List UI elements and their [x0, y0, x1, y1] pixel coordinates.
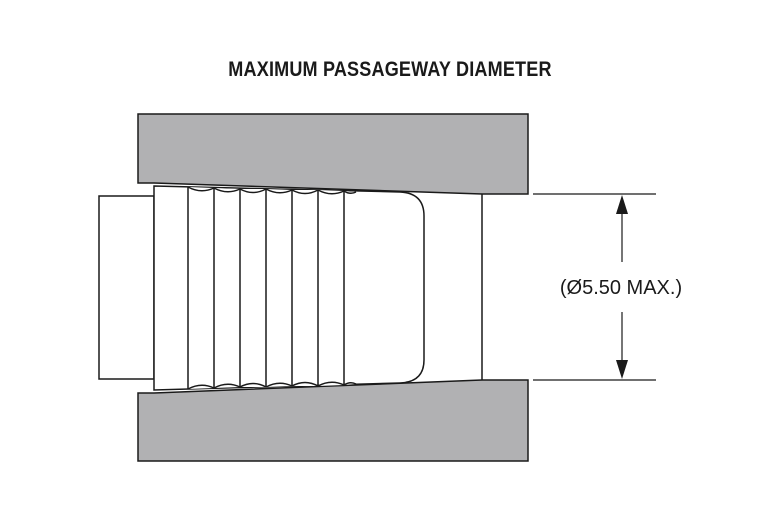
insert-ribs: [187, 187, 345, 389]
dimension-label: (Ø5.50 MAX.): [560, 277, 682, 299]
insert-rib-bumps-bottom: [187, 381, 357, 390]
lower-wall: [137, 379, 529, 462]
insert-cap: [98, 195, 155, 380]
dimension-arrow-up: [616, 195, 628, 214]
upper-wall: [137, 113, 529, 195]
insert-rib-bumps-top: [187, 186, 357, 195]
dimension-arrow-down: [616, 360, 628, 379]
diagram-title: MAXIMUM PASSAGEWAY DIAMETER: [228, 58, 552, 81]
insert-body: [153, 185, 425, 391]
